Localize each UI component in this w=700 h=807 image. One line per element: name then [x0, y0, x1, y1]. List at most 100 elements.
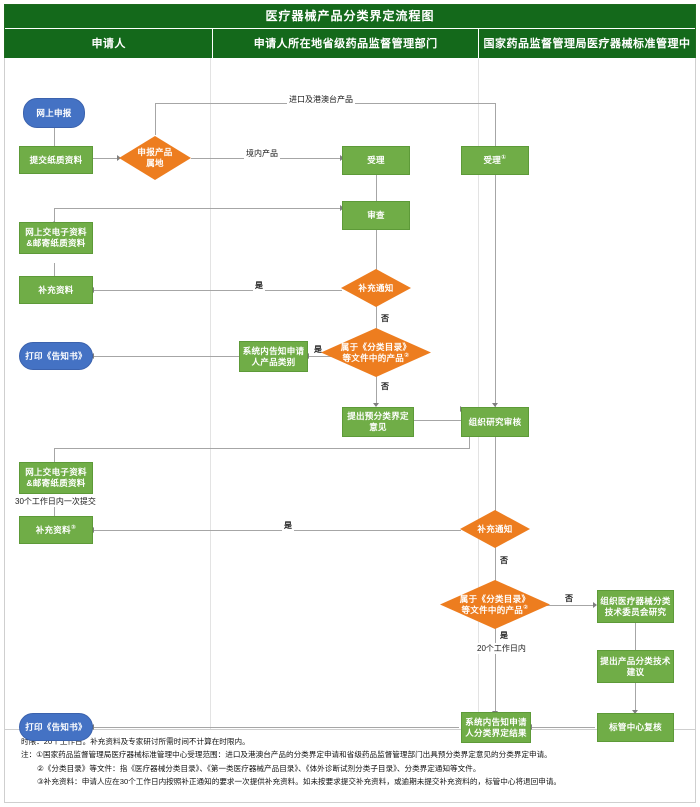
- node-notify-category-prov[interactable]: 系统内告知申请 人产品类别: [239, 341, 308, 372]
- node-print-notice-2[interactable]: 打印《告知书》: [19, 713, 93, 741]
- node-pre-classify-opinion-line2: 意见: [369, 422, 387, 432]
- node-supplement-notice-center-label: 补充通知: [477, 523, 513, 534]
- node-center-recheck[interactable]: 标管中心复核: [597, 713, 674, 742]
- lane-header-applicant: 申请人: [5, 29, 214, 59]
- page-title: 医疗器械产品分类界定流程图: [5, 5, 695, 29]
- node-in-catalog-center-line1: 属于《分类目录》: [459, 593, 531, 604]
- edge-import-down: [495, 103, 496, 153]
- edge-label-no-2: 否: [379, 381, 391, 392]
- node-notify-result[interactable]: 系统内告知申请 人分类界定结果: [461, 712, 531, 743]
- node-supplement-1[interactable]: 补充资料: [19, 276, 93, 304]
- arrow-incatalog-to-preopinion: [373, 403, 379, 407]
- edge-online-to-paper: [54, 128, 55, 153]
- edge-online3-horizontal: [54, 448, 469, 449]
- node-online-apply[interactable]: 网上申报: [23, 98, 85, 128]
- edge-supplement-up: [54, 263, 55, 281]
- node-tech-advice-line2: 建议: [626, 666, 645, 677]
- node-product-locale-line2: 属地: [146, 158, 164, 168]
- edge-advice-to-recheck: [635, 683, 636, 711]
- node-in-catalog-center[interactable]: 属于《分类目录》 等文件中的产品②: [440, 580, 550, 629]
- node-submit-online-1-label: 网上交电子资料 &邮寄纸质资料: [25, 227, 87, 248]
- edge-incatalog2-no: [531, 605, 594, 606]
- node-submit-online-1[interactable]: 网上交电子资料 &邮寄纸质资料: [19, 222, 93, 254]
- footnote-timelimit: 时限：20个工作日。补充资料及专家研讨所需时间不计算在时限内。: [21, 737, 250, 746]
- edge-label-yes-1: 是: [253, 280, 265, 291]
- edge-accept-to-review: [376, 175, 377, 208]
- node-supplement-2-text: 补充资料: [35, 524, 71, 535]
- edge-suppnotice-no: [376, 306, 377, 338]
- node-pre-classify-opinion[interactable]: 提出预分类界定 意见: [342, 407, 414, 437]
- edge-notify-to-print1: [93, 356, 239, 357]
- lane-header-province: 申请人所在地省级药品监督管理部门: [213, 29, 480, 59]
- node-tech-committee-line1: 组织医疗器械分类: [600, 595, 671, 606]
- node-tech-advice[interactable]: 提出产品分类技术 建议: [597, 650, 674, 683]
- edge-online2-to-review: [54, 208, 341, 209]
- node-notify-category-prov-line1: 系统内告知申请: [242, 345, 305, 356]
- node-in-catalog-prov-line1: 属于《分类目录》: [340, 341, 412, 352]
- node-review-prov[interactable]: 审查: [342, 201, 410, 230]
- node-in-catalog-prov-label: 属于《分类目录》 等文件中的产品②: [339, 342, 413, 363]
- arrow-incatalog2-to-committee: [593, 602, 597, 608]
- node-in-catalog-center-line2: 等文件中的产品: [461, 604, 524, 615]
- node-submit-paper[interactable]: 提交纸质资料: [19, 146, 93, 174]
- node-notify-result-line2: 人分类界定结果: [465, 727, 527, 738]
- footnote-1: 注：①国家药品监督管理局医疗器械标准管理中心受理范围：进口及港澳台产品的分类界定…: [21, 750, 552, 760]
- lane-divider-1: [210, 58, 211, 729]
- node-product-locale-line1: 申报产品: [137, 147, 173, 158]
- node-in-catalog-center-sup: ②: [523, 604, 529, 611]
- chart-header: 医疗器械产品分类界定流程图 申请人 申请人所在地省级药品监督管理部门 国家药品监…: [4, 4, 696, 80]
- node-center-recheck-label: 标管中心复核: [609, 722, 662, 733]
- node-product-locale[interactable]: 申报产品 属地: [119, 136, 191, 180]
- footnote-2: ②《分类目录》等文件：指《医疗器械分类目录》、《第一类医疗器械产品目录》、《体外…: [37, 763, 481, 773]
- lane-header-row: 申请人 申请人所在地省级药品监督管理部门 国家药品监督管理局医疗器械标准管理中心: [5, 29, 695, 80]
- node-notify-category-prov-line2: 人产品类别: [251, 356, 296, 367]
- node-tech-advice-label: 提出产品分类技术 建议: [600, 656, 670, 677]
- node-supplement-2-sup: ③: [70, 524, 77, 531]
- node-submit-online-1-line1: 网上交电子资料: [25, 227, 87, 238]
- node-in-catalog-prov-sup: ②: [404, 352, 410, 359]
- edge-online3-up: [54, 448, 55, 470]
- edge-locale-up: [155, 103, 156, 135]
- edge-organize-to-suppnotice2: [495, 427, 496, 515]
- node-submit-online-2-line1: 网上交电子资料: [25, 467, 87, 478]
- node-submit-online-2[interactable]: 网上交电子资料 &邮寄纸质资料: [19, 462, 93, 494]
- footnotes: 时限：20个工作日。补充资料及专家研讨所需时间不计算在时限内。 注：①国家药品监…: [4, 730, 696, 803]
- node-accept-center-label: 受理①: [484, 155, 507, 166]
- node-accept-prov-label: 受理: [367, 155, 385, 166]
- node-organize-review[interactable]: 组织研究审核: [461, 407, 529, 437]
- node-supplement-1-label: 补充资料: [38, 284, 74, 295]
- node-in-catalog-prov[interactable]: 属于《分类目录》 等文件中的产品②: [321, 328, 431, 377]
- node-supplement-2[interactable]: 补充资料③: [19, 516, 93, 544]
- arrow-advice-to-recheck: [632, 710, 638, 714]
- node-notify-result-line1: 系统内告知申请: [465, 716, 527, 727]
- edge-suppnotice-yes: [93, 290, 342, 291]
- node-in-catalog-prov-line2: 等文件中的产品: [342, 352, 405, 363]
- edge-suppnotice2-no: [495, 546, 496, 586]
- node-tech-committee-line2: 技术委员会研究: [604, 606, 667, 617]
- edge-label-no-4: 否: [563, 593, 575, 604]
- node-submit-online-1-line2: &邮寄纸质资料: [26, 238, 86, 248]
- footnote-3: ③补充资料：申请人应在30个工作日内按照补正通知的要求一次提供补充资料。如未按要…: [37, 777, 562, 787]
- node-accept-center-sup: ①: [501, 155, 507, 162]
- edge-incatalog2-yes: [495, 625, 496, 712]
- node-print-notice-1[interactable]: 打印《告知书》: [19, 342, 93, 370]
- node-pre-classify-opinion-label: 提出预分类界定 意见: [347, 411, 409, 432]
- node-review-prov-label: 审查: [367, 210, 385, 221]
- node-print-notice-2-label: 打印《告知书》: [25, 721, 87, 732]
- node-accept-center[interactable]: 受理①: [461, 146, 529, 175]
- flowchart-canvas: 进口及港澳台产品 境内产品 是 否 是 否 是 否 否 是 20个工作日内 30…: [4, 58, 696, 743]
- edge-label-import-hmt: 进口及港澳台产品: [287, 94, 355, 105]
- node-organize-review-label: 组织研究审核: [468, 416, 522, 427]
- node-pre-classify-opinion-line1: 提出预分类界定: [347, 411, 409, 422]
- edge-supplement2-up: [54, 501, 55, 521]
- edge-result-to-print2: [93, 727, 459, 728]
- node-supplement-notice-prov[interactable]: 补充通知: [341, 269, 411, 307]
- node-accept-prov[interactable]: 受理: [342, 146, 410, 175]
- node-in-catalog-center-label: 属于《分类目录》 等文件中的产品②: [458, 594, 532, 615]
- node-accept-center-text: 受理: [483, 155, 502, 166]
- node-tech-committee-label: 组织医疗器械分类 技术委员会研究: [600, 596, 670, 617]
- node-tech-committee[interactable]: 组织医疗器械分类 技术委员会研究: [597, 590, 674, 623]
- edge-preopinion-right: [414, 420, 469, 421]
- node-supplement-notice-prov-label: 补充通知: [358, 282, 394, 293]
- node-supplement-notice-center[interactable]: 补充通知: [460, 510, 530, 548]
